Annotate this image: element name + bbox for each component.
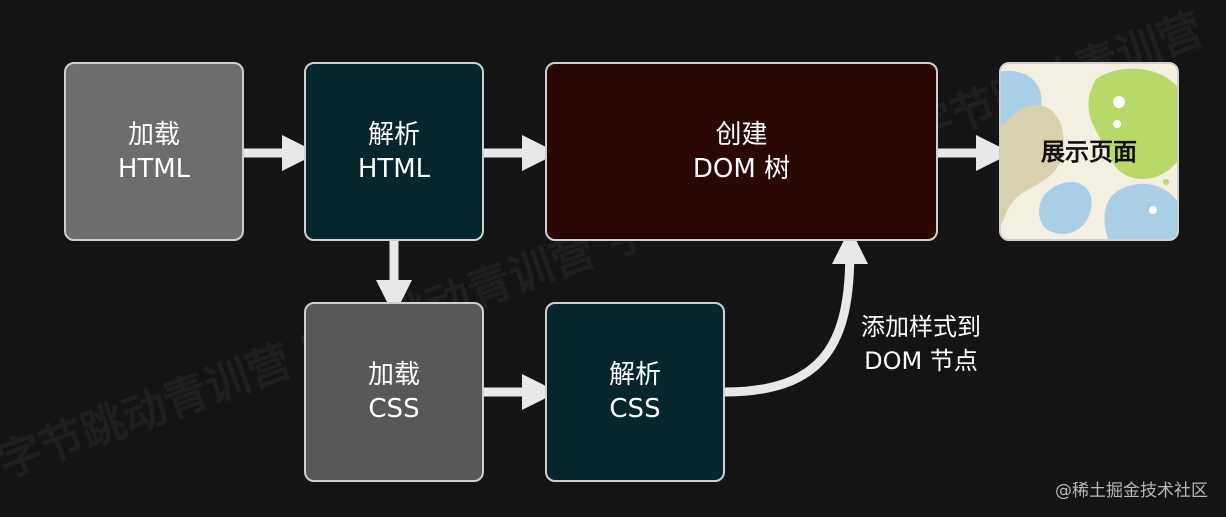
- node-parse-html: 解析 HTML: [304, 62, 484, 241]
- node-load-css: 加载 CSS: [304, 302, 484, 482]
- node-create-dom: 创建 DOM 树: [545, 62, 938, 241]
- node-parse-html-line1: 解析: [367, 119, 420, 150]
- node-parse-css-line2: CSS: [609, 394, 661, 424]
- node-show-page-label: 展示页面: [1041, 137, 1137, 166]
- node-load-css-line2: CSS: [368, 394, 420, 424]
- node-parse-css: 解析 CSS: [545, 302, 725, 482]
- edge-label-line1: 添加样式到: [861, 313, 981, 341]
- node-create-dom-line2: DOM 树: [692, 153, 791, 184]
- source-credit: @稀土掘金技术社区: [1055, 481, 1208, 501]
- node-load-html-line1: 加载: [127, 119, 180, 150]
- node-load-css-line1: 加载: [367, 360, 420, 390]
- node-show-page: 展示页面: [999, 62, 1179, 241]
- edge-label-line2: DOM 节点: [864, 347, 978, 375]
- node-load-html-line2: HTML: [117, 153, 191, 184]
- node-parse-html-line2: HTML: [357, 153, 431, 184]
- edge-label-add-styles: 添加样式到 DOM 节点: [846, 310, 996, 378]
- pattern-illustration-icon: [1001, 64, 1177, 239]
- node-parse-css-line1: 解析: [608, 360, 661, 390]
- arrow-parse-css-to-create-dom: [724, 228, 868, 397]
- node-load-html: 加载 HTML: [64, 62, 244, 241]
- node-create-dom-line1: 创建: [715, 119, 768, 150]
